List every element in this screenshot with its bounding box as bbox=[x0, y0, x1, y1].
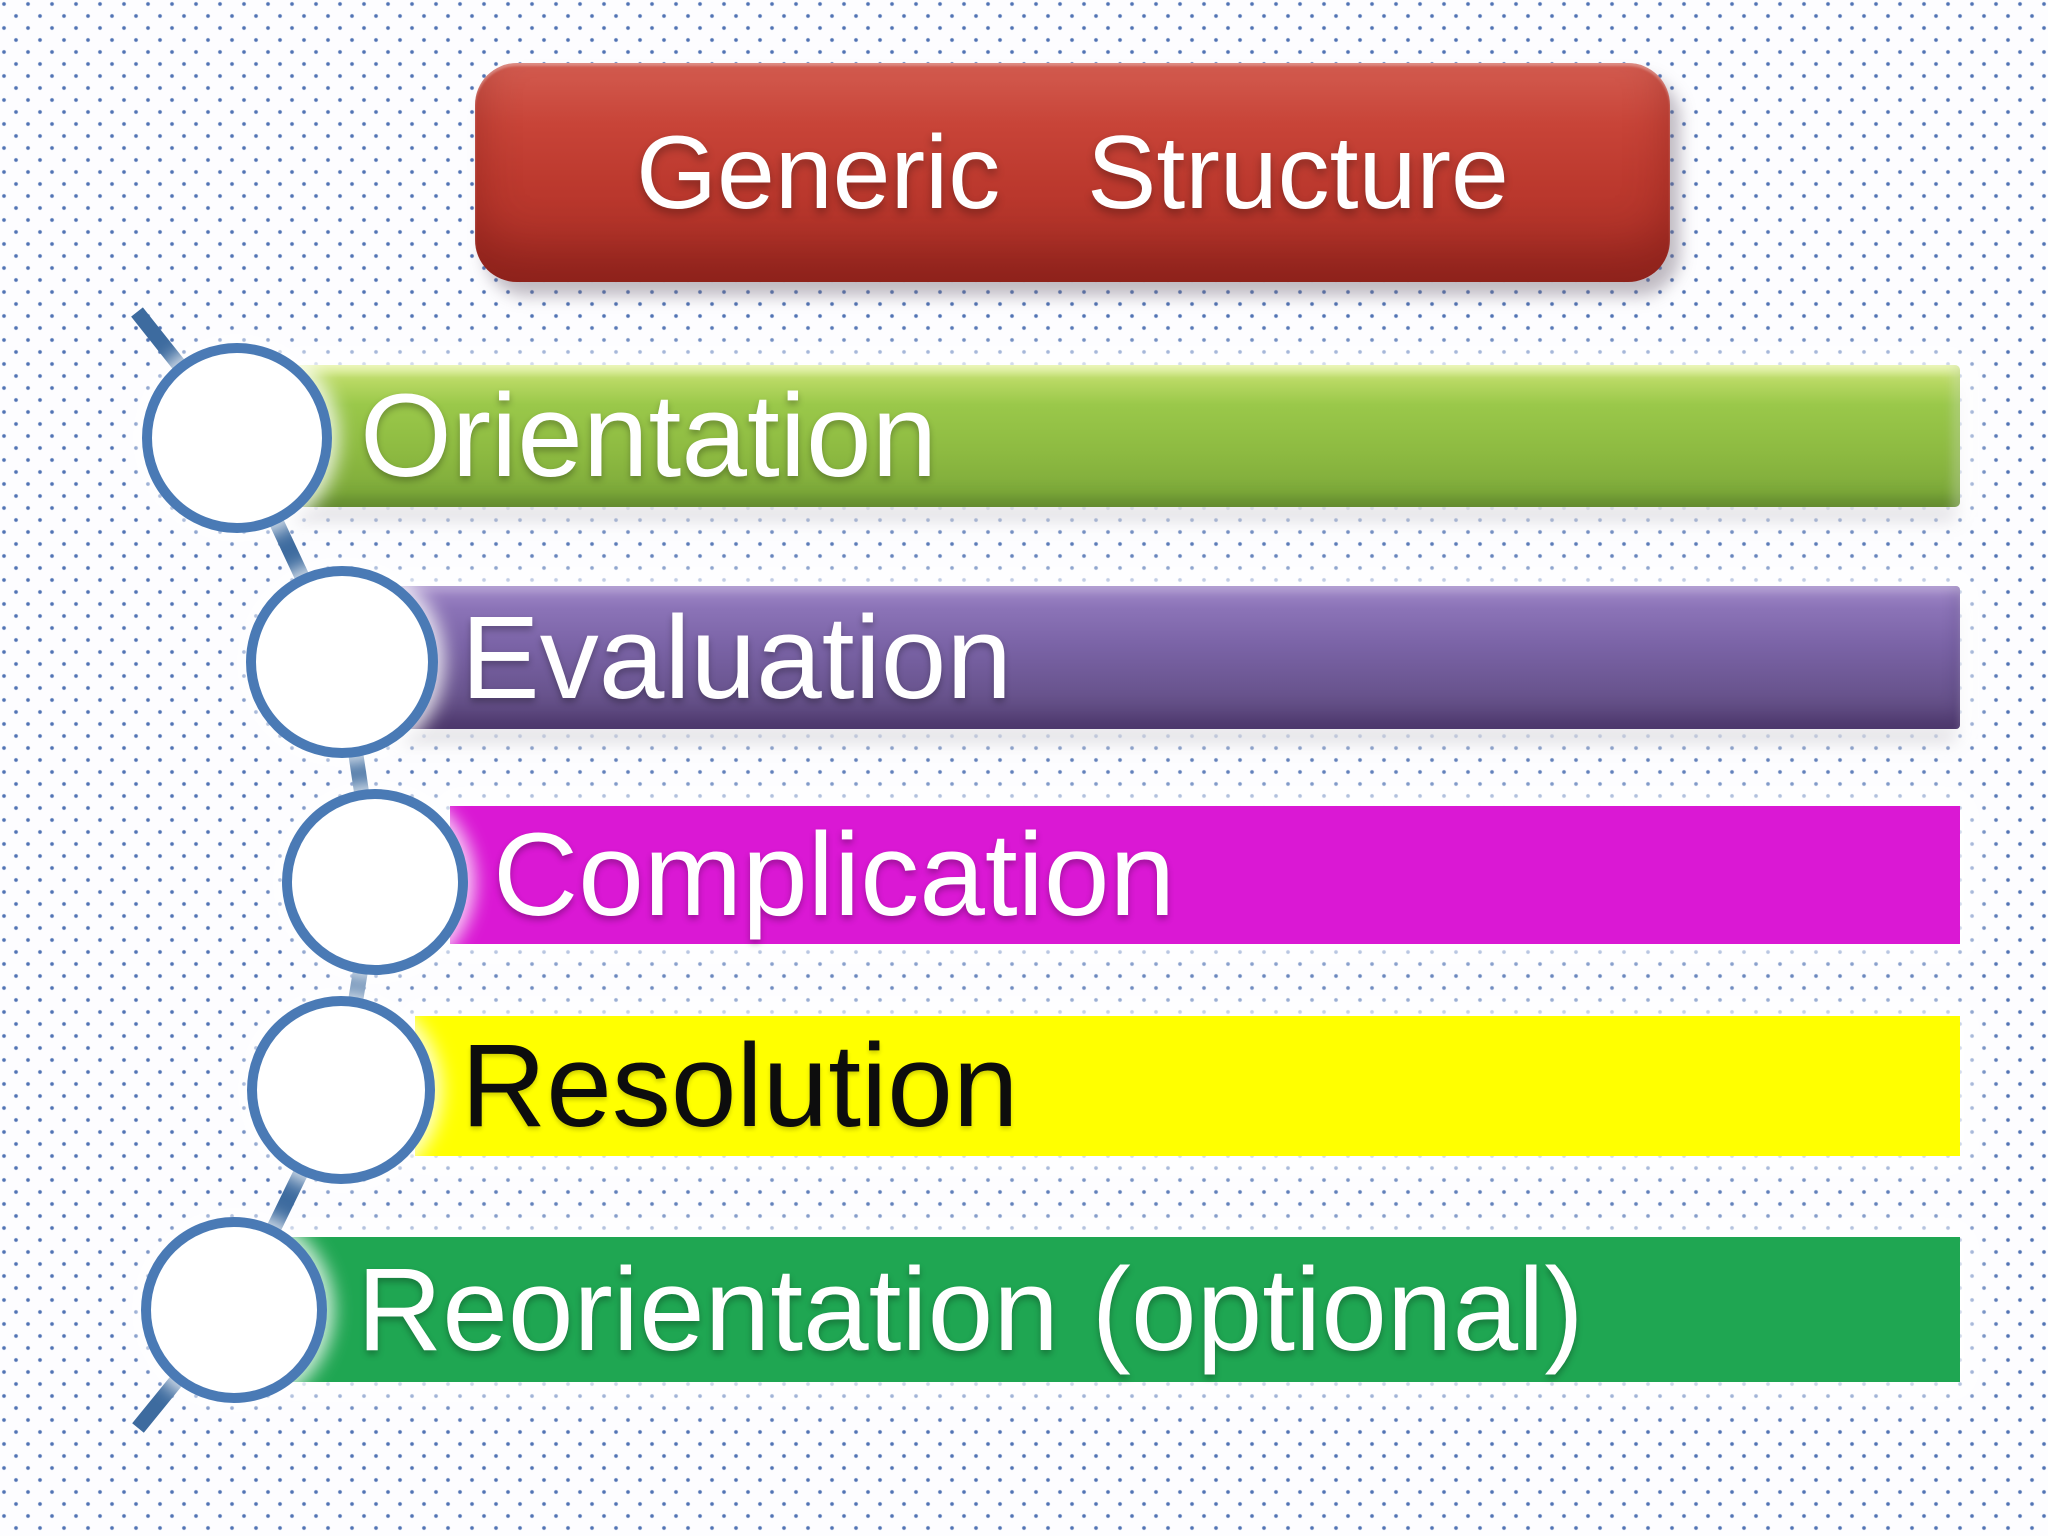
step-bar-evaluation: Evaluation bbox=[395, 586, 1960, 729]
step-node-4 bbox=[247, 996, 435, 1184]
step-node-3 bbox=[282, 789, 468, 975]
title-text: Generic Structure bbox=[636, 114, 1509, 231]
step-node-2 bbox=[246, 566, 438, 758]
step-bar-resolution: Resolution bbox=[415, 1016, 1960, 1156]
step-bar-reorientation: Reorientation (optional) bbox=[285, 1237, 1960, 1382]
step-label: Evaluation bbox=[461, 591, 1013, 724]
step-node-1 bbox=[142, 343, 332, 533]
step-bar-orientation: Orientation bbox=[288, 365, 1960, 507]
step-label: Reorientation (optional) bbox=[357, 1243, 1584, 1376]
title-banner: Generic Structure bbox=[475, 63, 1670, 282]
step-bar-complication: Complication bbox=[450, 806, 1960, 944]
step-node-5 bbox=[141, 1217, 327, 1403]
step-label: Resolution bbox=[461, 1020, 1019, 1152]
step-label: Orientation bbox=[360, 370, 938, 502]
step-label: Complication bbox=[493, 809, 1176, 941]
